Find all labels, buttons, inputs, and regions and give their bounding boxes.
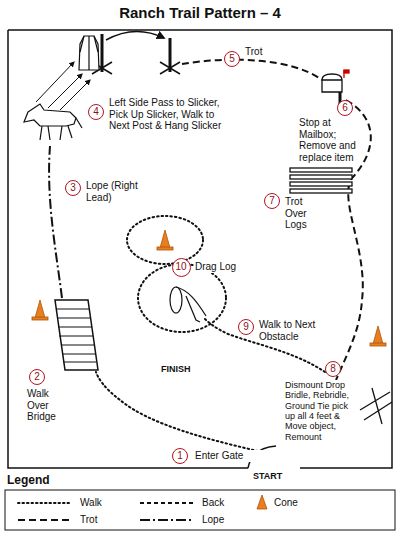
legend-line-sample: [18, 519, 72, 521]
drag-log-part: [170, 287, 182, 313]
callout-number-text: 5: [229, 54, 235, 64]
legend-text: Cone: [274, 497, 298, 508]
horse-part: [24, 104, 76, 126]
legend-text: Walk: [80, 497, 102, 508]
legend-samples: [18, 495, 267, 520]
obstacle-instruction: Trot: [244, 46, 276, 58]
cone: [32, 230, 386, 346]
slicker-posts-part: [106, 31, 164, 40]
obstacle-instruction: Walk to Next Obstacle: [258, 319, 338, 342]
callout-number-text: 8: [330, 364, 336, 374]
lope-path-part: [49, 146, 62, 298]
side-pass-arrows-part: [60, 80, 90, 110]
logs-part: [290, 168, 352, 172]
callout-number-text: 7: [269, 196, 275, 206]
callout-number: 4: [88, 104, 104, 120]
callout-number: 5: [224, 51, 240, 67]
marker-label: START: [252, 471, 294, 481]
legend-line-sample: [18, 502, 72, 504]
obstacle-instruction: Dismount Drop Bridle, Rebridle, Ground T…: [284, 380, 358, 442]
callout-number-text: 9: [243, 322, 249, 332]
drag-log: [170, 287, 206, 322]
legend-line-sample: [140, 519, 194, 521]
callout-number-text: 1: [177, 451, 183, 461]
drag-log-part: [176, 287, 206, 316]
callout-number-text: 6: [342, 103, 348, 113]
obstacle-instruction: Trot Over Logs: [284, 196, 326, 231]
slicker-posts-part: [101, 34, 104, 72]
callout-number: 2: [29, 369, 45, 385]
cone-part: [160, 230, 170, 248]
callout-number: 10: [172, 258, 191, 277]
legend-text: Trot: [80, 514, 97, 525]
cone-part: [157, 247, 173, 250]
mailbox: [322, 70, 349, 112]
callout-number-text: 3: [70, 183, 76, 193]
legend-text: Back: [202, 497, 224, 508]
legend-box: [5, 490, 395, 530]
side-pass-arrows: [36, 62, 90, 110]
cone-part: [35, 300, 45, 318]
callout-number: 8: [325, 361, 341, 377]
logs-part: [290, 175, 352, 179]
arena-border-part: [8, 30, 392, 468]
bridge: [55, 300, 98, 370]
obstacle-instruction: Enter Gate: [194, 450, 266, 462]
walk-path-part: [127, 216, 203, 264]
callout-number-text: 10: [175, 262, 186, 272]
side-pass-arrows-part: [48, 74, 82, 108]
drag-log-part: [186, 296, 200, 322]
marker-label: FINISH: [160, 364, 207, 374]
title: Ranch Trail Pattern – 4: [0, 4, 400, 21]
slicker-posts: [92, 31, 180, 74]
cone-part: [32, 317, 48, 320]
callout-number-text: 4: [93, 107, 99, 117]
lope-path: [49, 146, 62, 298]
slicker: [79, 36, 99, 70]
legend-line-sample: [140, 502, 194, 504]
trot-path-part: [182, 60, 322, 80]
horse-part: [40, 118, 82, 140]
legend-box-part: [5, 490, 395, 530]
obstacle-instruction: Lope (Right Lead): [85, 180, 162, 203]
callout-number: 6: [337, 100, 353, 116]
cone-part: [370, 343, 386, 346]
mailbox-part: [322, 74, 342, 92]
logs: [290, 168, 352, 193]
legend-cone-sample: [257, 495, 267, 509]
legend-heading: Legend: [6, 474, 68, 488]
obstacle-instruction: Walk Over Bridge: [26, 388, 72, 423]
obstacle-instruction: Drag Log: [194, 261, 251, 273]
arena-border: [8, 30, 392, 468]
callout-number: 1: [172, 448, 188, 464]
ground-tie-object-part: [360, 388, 392, 424]
slicker-posts-part: [160, 62, 180, 74]
ground-tie-object: [360, 388, 392, 424]
callout-number: 3: [65, 180, 81, 196]
callout-number-text: 2: [34, 372, 40, 382]
cone-part: [373, 326, 383, 344]
bridge-part: [55, 300, 98, 370]
obstacle-instruction: Left Side Pass to Slicker, Pick Up Slick…: [108, 97, 230, 132]
callout-number: 7: [264, 193, 280, 209]
slicker-part: [80, 36, 98, 70]
callout-number: 9: [238, 319, 254, 335]
walk-path-part: [96, 372, 262, 452]
bridge-part: [56, 309, 96, 362]
logs-part: [290, 189, 352, 193]
slicker-part: [79, 36, 99, 70]
legend-text: Lope: [202, 514, 224, 525]
mailbox-part: [344, 70, 349, 73]
side-pass-arrows-part: [36, 62, 74, 102]
obstacle-instruction: Stop at Mailbox; Remove and replace item: [298, 117, 360, 163]
horse: [24, 104, 82, 140]
logs-part: [290, 182, 352, 186]
